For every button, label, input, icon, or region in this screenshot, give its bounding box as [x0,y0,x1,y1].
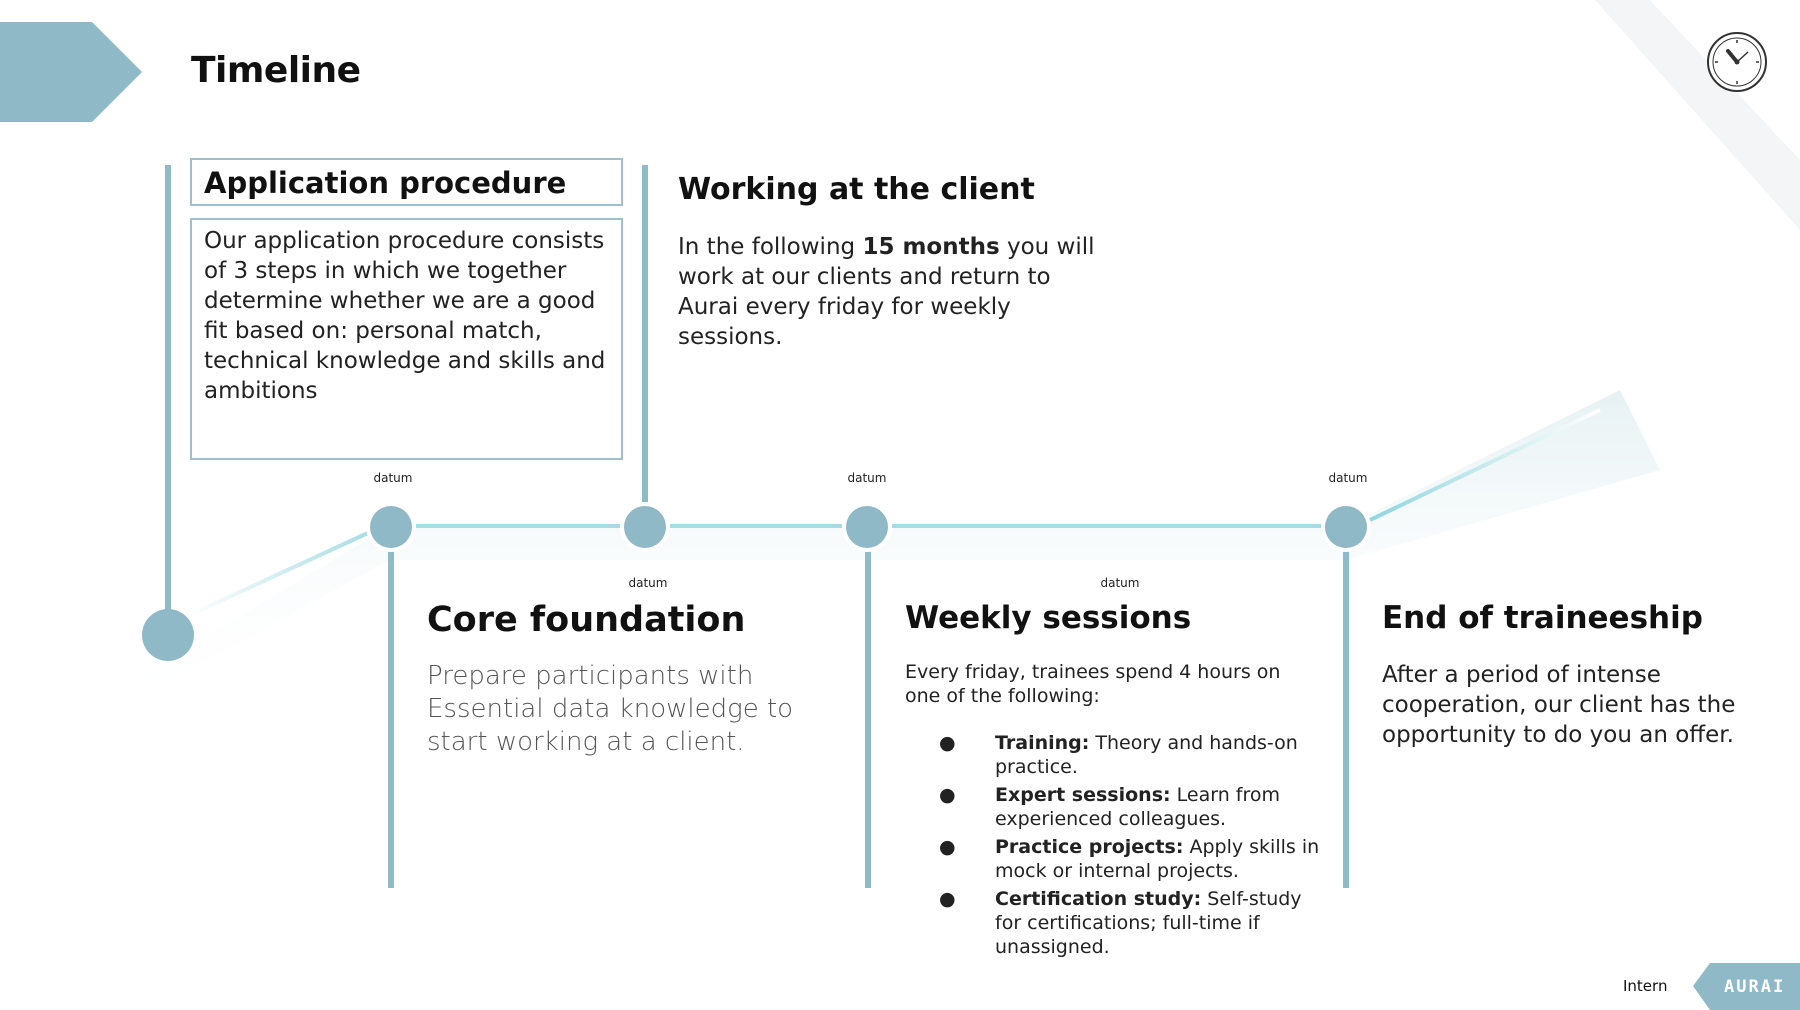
list-item: ● Certification study: Self-study for cer… [905,887,1325,959]
list-item: ● Training: Theory and hands-on practice. [905,731,1325,779]
classification-label: Intern [1623,977,1668,995]
weekly-heading: Weekly sessions [905,600,1192,636]
list-item-label: Expert sessions: [995,784,1171,806]
date-label: datum [1100,576,1140,590]
client-text-a: In the following [678,234,863,260]
timeline-line-core [388,548,394,888]
timeline-line-start [165,165,171,615]
end-heading: End of traineeship [1382,600,1703,636]
date-label: datum [1328,471,1368,485]
list-item-text: Theory and hands-on practice. [995,732,1298,778]
corner-decoration [1595,0,1800,230]
date-label: datum [373,471,413,485]
application-heading: Application procedure [204,166,567,200]
timeline-line-client [642,165,648,505]
page-title: Timeline [191,50,361,91]
timeline-node-client [624,506,666,548]
clock-icon [1707,32,1767,92]
aurai-logo-badge [1693,963,1800,1010]
list-item-label: Certification study: [995,888,1202,910]
list-item: ● Practice projects: Apply skills in mock… [905,835,1325,883]
bullet-icon: ● [939,732,956,754]
timeline-node-core [370,506,412,548]
list-item-text: Learn from experienced colleagues. [995,784,1281,830]
header-arrow-banner [0,22,142,122]
date-label: datum [847,471,887,485]
end-text: After a period of intense cooperation, o… [1382,662,1736,748]
aurai-logo: AURAI [1724,977,1786,997]
date-label: datum [628,576,668,590]
bullet-icon: ● [939,888,956,910]
list-item-label: Training: [995,732,1090,754]
list-item: ● Expert sessions: Learn from experienced… [905,783,1325,831]
client-text: In the following 15 months you will work… [678,232,1098,352]
bullet-icon: ● [939,784,956,806]
application-text-box [190,218,623,460]
list-item-label: Practice projects: [995,836,1184,858]
core-text: Prepare participants with Essential data… [427,661,794,757]
application-text: Our application procedure consists of 3 … [204,228,606,404]
timeline-node-end [1325,506,1367,548]
weekly-intro: Every friday, trainees spend 4 hours on … [905,661,1281,707]
list-item-text: Self-study for certifications; full-time… [995,888,1302,958]
client-heading: Working at the client [678,172,1035,207]
client-text-b: you will work at our clients and return … [678,234,1095,350]
timeline-node-start [142,609,194,661]
timeline-line-end [1343,548,1349,888]
timeline-line-weekly [865,548,871,888]
weekly-list: ● Training: Theory and hands-on practice.… [905,731,1325,963]
list-item-text: Apply skills in mock or internal project… [995,836,1320,882]
core-heading: Core foundation [427,600,746,640]
application-heading-box [190,158,623,206]
timeline-node-weekly [846,506,888,548]
bullet-icon: ● [939,836,956,858]
client-text-bold: 15 months [862,234,1000,260]
